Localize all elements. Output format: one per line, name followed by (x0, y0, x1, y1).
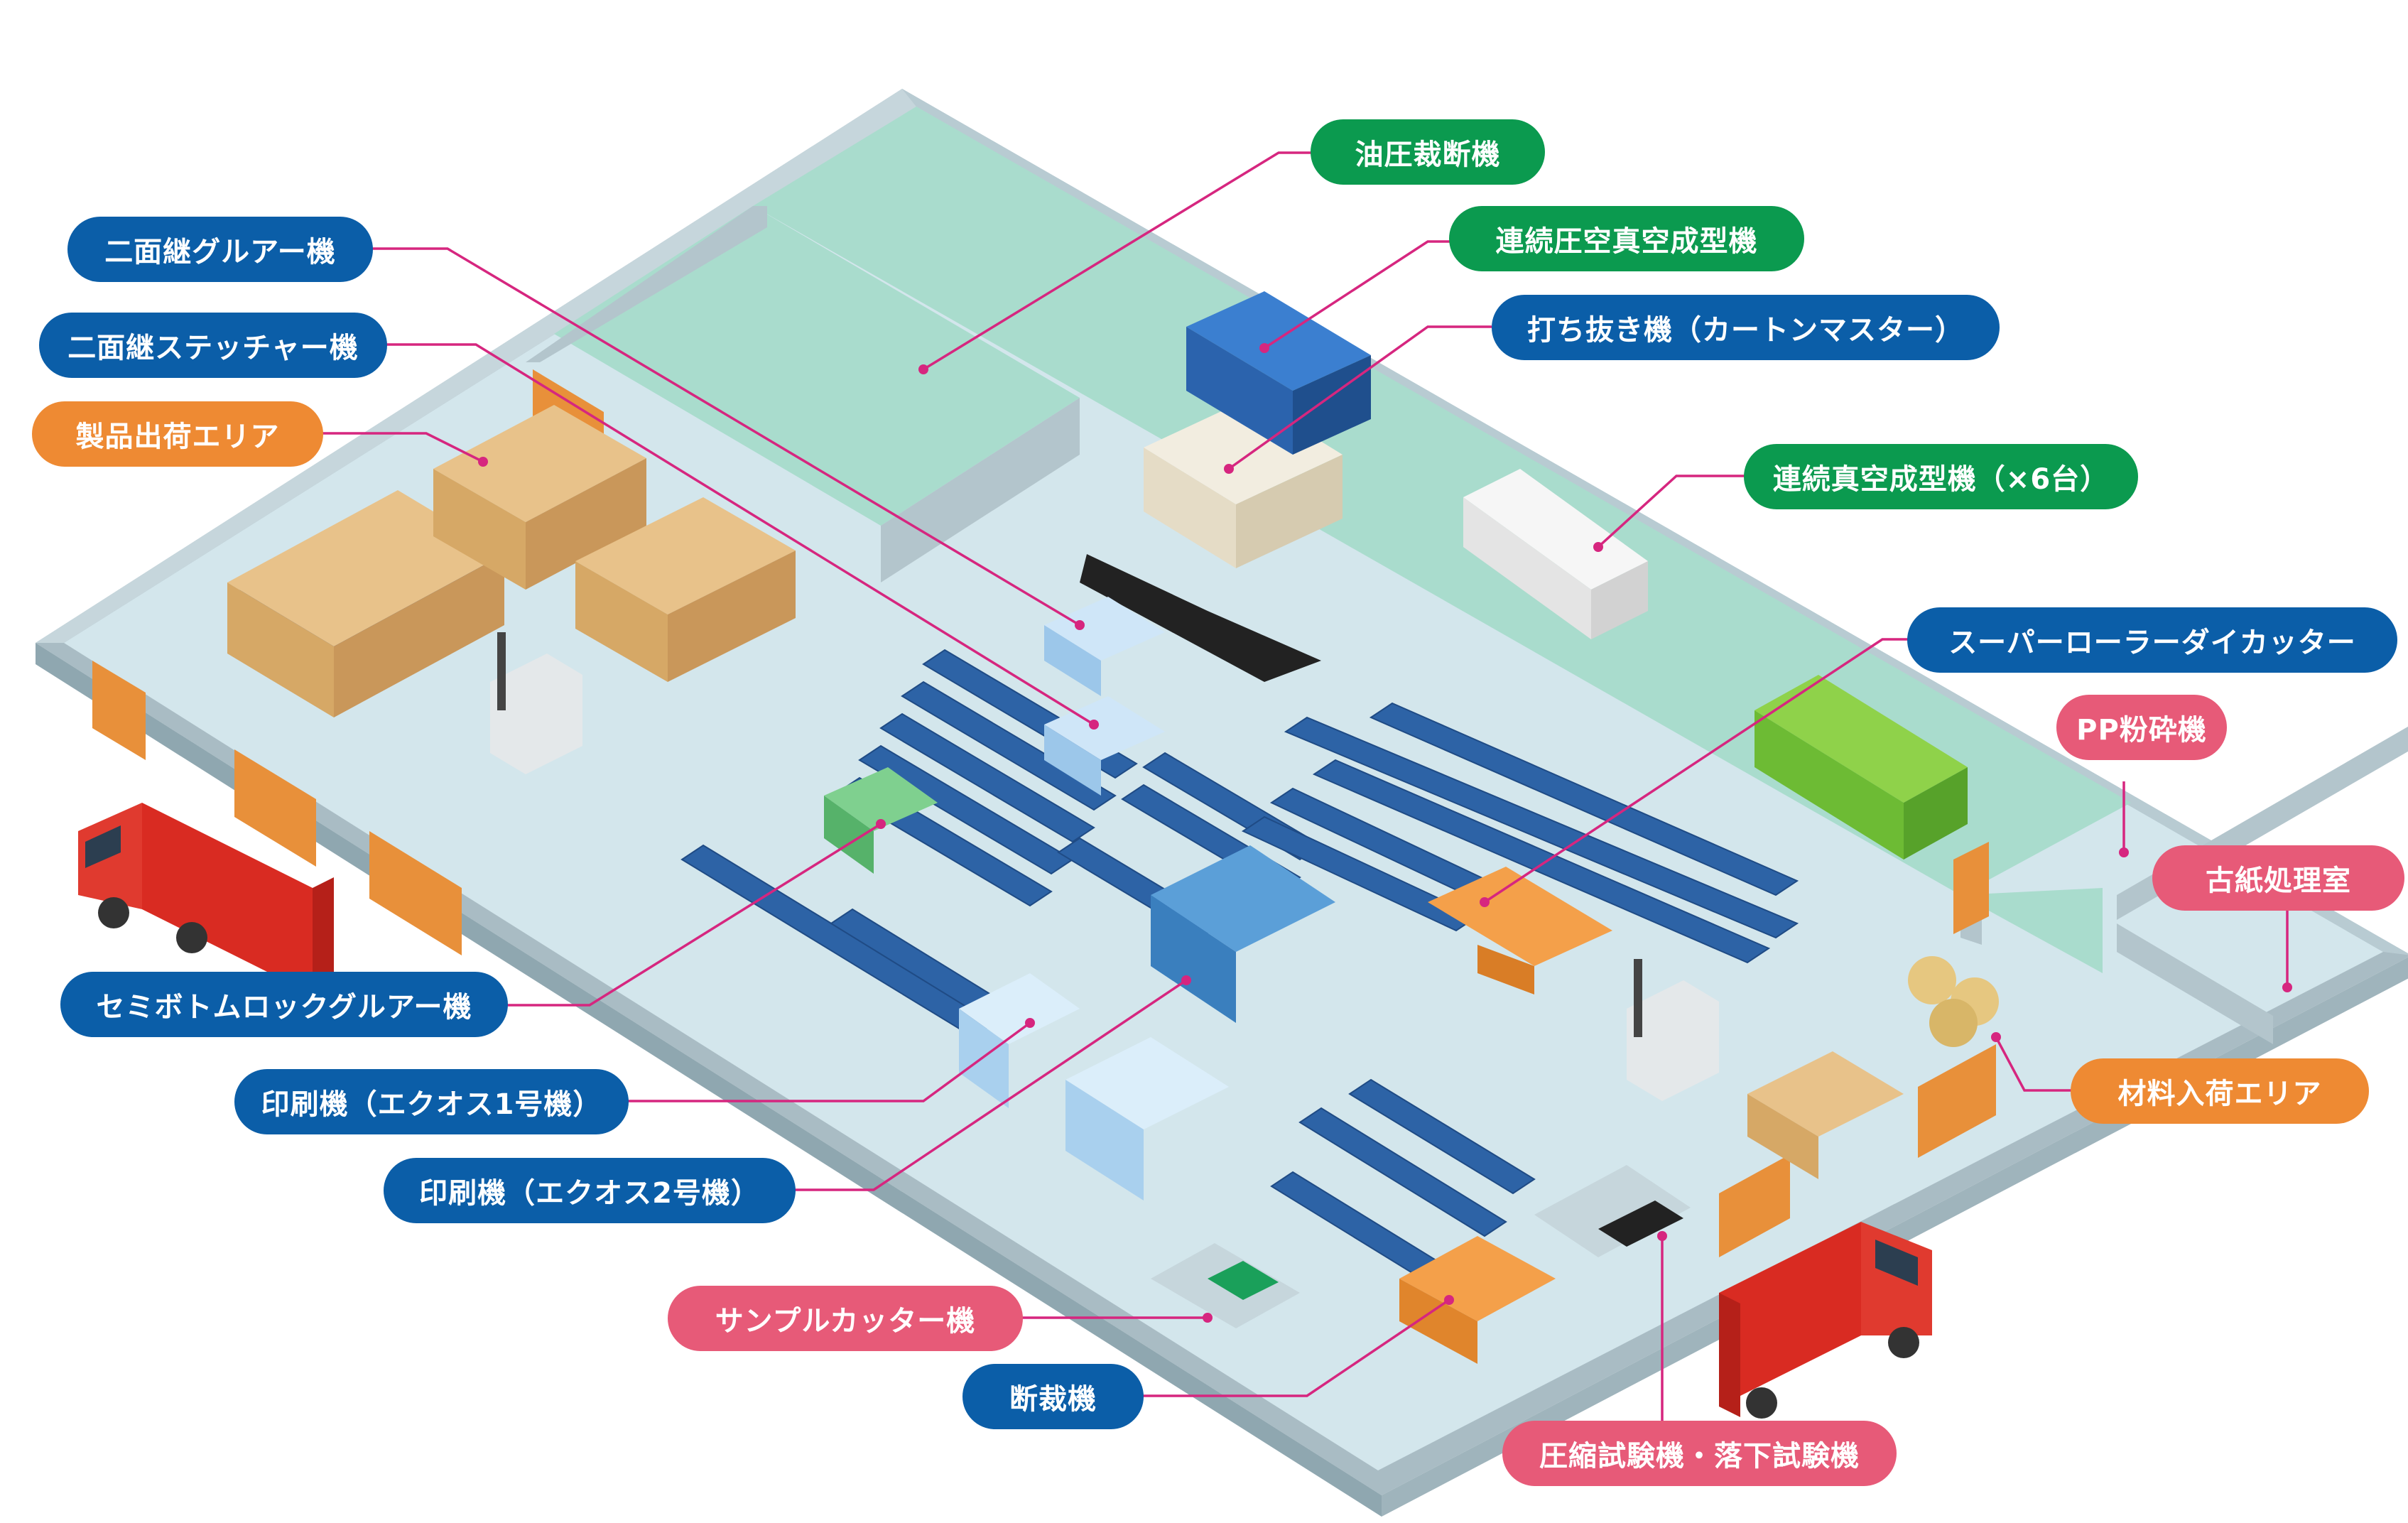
label-super-roller-die-cutter: スーパーローラーダイカッター (1907, 607, 2397, 673)
label-printer-1: 印刷機（エクオス1号機） (234, 1069, 629, 1134)
leader-lines (320, 151, 2292, 1421)
truck-left (78, 803, 334, 994)
label-continuous-pressure-vacuum: 連続圧空真空成型機 (1449, 206, 1804, 271)
label-sample-cutter: サンプルカッター機 (668, 1286, 1023, 1351)
label-hydraulic-cutter: 油圧裁断機 (1311, 119, 1545, 185)
label-semi-bottom-lock-gluer: セミボトムロックグルアー機 (60, 972, 508, 1037)
label-double-stitcher: 二面継ステッチャー機 (39, 313, 387, 378)
label-product-shipping: 製品出荷エリア (32, 401, 323, 467)
label-material-receiving: 材料入荷エリア (2071, 1058, 2369, 1124)
label-die-cut-carton-master: 打ち抜き機（カートンマスター） (1492, 295, 2000, 360)
truck-right (1719, 1222, 1932, 1419)
label-double-glue: 二面継グルアー機 (67, 217, 373, 282)
label-guillotine: 断裁機 (962, 1364, 1144, 1429)
box-pallets (227, 405, 796, 717)
label-waste-paper-room: 古紙処理室 (2152, 845, 2404, 911)
label-printer-2: 印刷機（エクオス2号機） (384, 1158, 796, 1223)
forklifts (490, 632, 1719, 1101)
label-continuous-vacuum-x6: 連続真空成型機（×6台） (1744, 444, 2138, 509)
label-compression-drop-test: 圧縮試験機・落下試験機 (1502, 1421, 1897, 1486)
conveyors (680, 649, 1799, 1301)
label-pp-crusher: PP粉砕機 (2056, 695, 2227, 760)
